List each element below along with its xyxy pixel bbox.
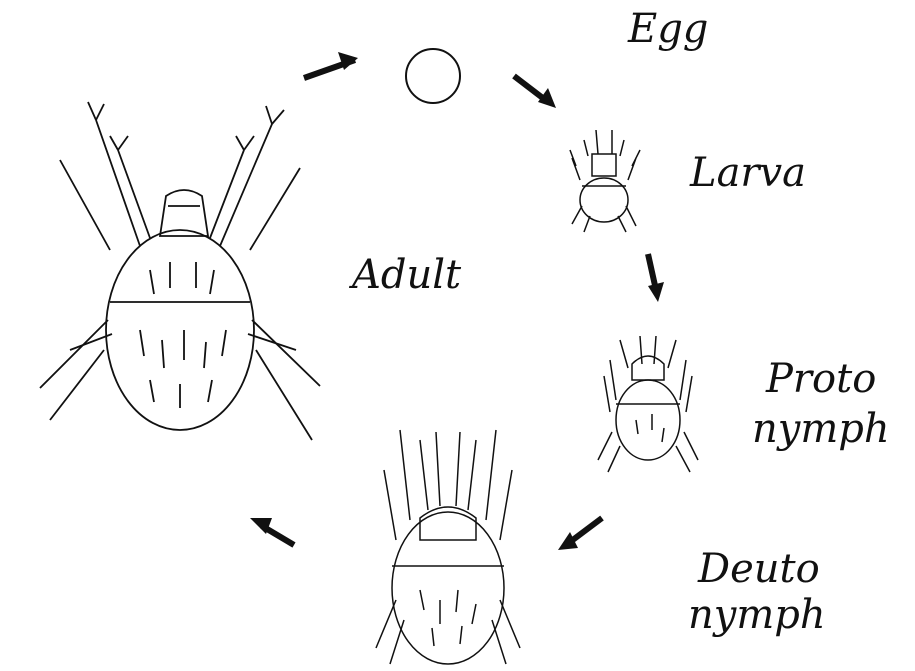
arrow-deutonymph-to-adult	[250, 518, 294, 545]
arrow-adult-to-egg	[304, 52, 358, 78]
arrow-protonymph-to-deutonymph	[558, 518, 602, 550]
label-egg: Egg	[628, 8, 708, 50]
protonymph-drawing	[598, 336, 698, 472]
label-protonymph-line2: nymph	[752, 408, 890, 450]
arrow-larva-to-protonymph	[648, 254, 664, 302]
label-deutonymph-line1: Deuto	[698, 548, 820, 590]
larva-drawing	[570, 130, 640, 232]
label-protonymph-line1: Proto	[766, 358, 876, 400]
deutonymph-drawing	[376, 430, 520, 664]
adult-drawing	[40, 102, 320, 440]
egg-drawing	[406, 49, 460, 103]
label-adult: Adult	[352, 254, 461, 296]
label-deutonymph-line2: nymph	[688, 594, 826, 636]
label-larva: Larva	[690, 152, 806, 194]
arrow-egg-to-larva	[514, 76, 556, 108]
